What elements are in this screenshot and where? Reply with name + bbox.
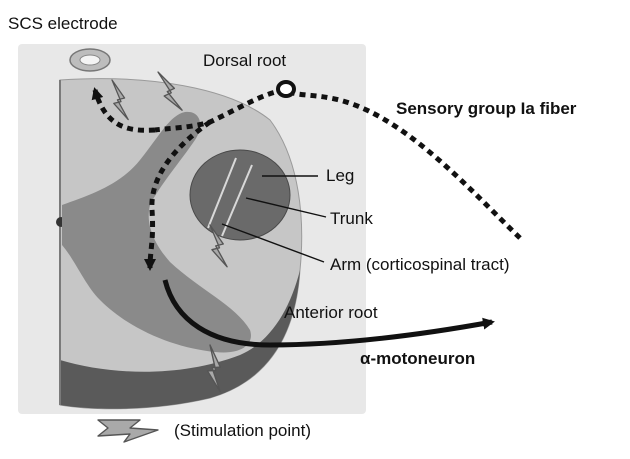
label-alpha-motoneuron: α-motoneuron — [360, 349, 475, 368]
scs-electrode-center — [80, 55, 100, 65]
label-sensory-fiber: Sensory group Ia fiber — [396, 99, 577, 118]
label-leg: Leg — [326, 166, 354, 185]
label-dorsal-root: Dorsal root — [203, 51, 286, 70]
label-scs-electrode: SCS electrode — [8, 14, 118, 33]
label-stimulation-point: (Stimulation point) — [174, 421, 311, 440]
legend-bolt-icon — [98, 420, 158, 442]
dorsal-root-ganglion-icon — [278, 82, 294, 96]
label-arm: Arm (corticospinal tract) — [330, 255, 509, 274]
label-trunk: Trunk — [330, 209, 373, 228]
label-anterior-root: Anterior root — [284, 303, 378, 322]
